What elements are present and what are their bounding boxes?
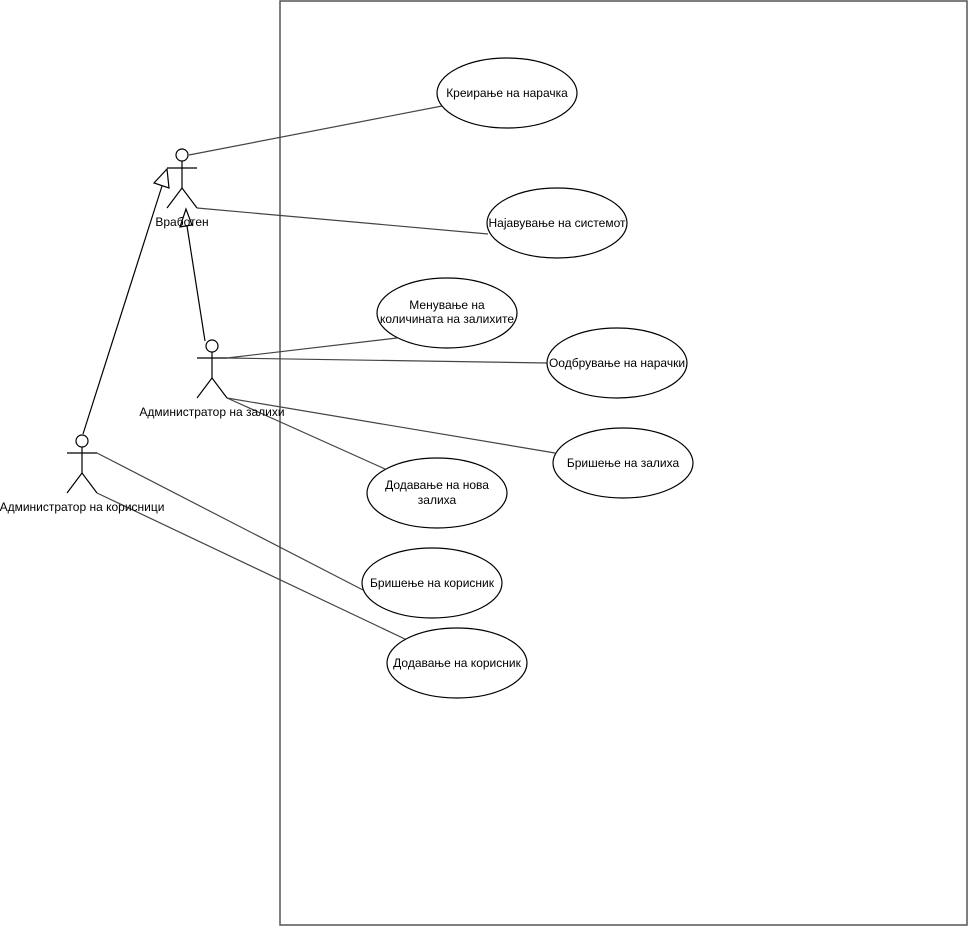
- assoc-employee-login: [196, 207, 489, 235]
- use-case-label: залиха: [418, 493, 457, 507]
- use-case-login[interactable]: Најавување на системот: [486, 187, 628, 259]
- use-case-delete-stock[interactable]: Бришење на залиха: [552, 427, 694, 499]
- use-case-change-quantity[interactable]: Менување на количината на залихите: [376, 277, 518, 349]
- assoc-user-admin-add-user: [96, 492, 408, 641]
- use-case-label: Оодбрување на нарачки: [549, 356, 685, 370]
- assoc-stock-admin-approve-orders: [226, 357, 548, 364]
- actor-label: Вработен: [155, 215, 208, 229]
- assoc-stock-admin-delete-stock: [226, 397, 556, 454]
- use-case-label: Додавање на корисник: [393, 656, 521, 670]
- use-case-delete-user[interactable]: Бришење на корисник: [361, 547, 503, 619]
- stick-figure-icon: [196, 339, 228, 399]
- assoc-stock-admin-change-qty: [226, 337, 398, 359]
- use-case-label: Додавање на нова: [385, 478, 489, 492]
- actor-employee[interactable]: Вработен: [155, 148, 209, 229]
- generalization-user-admin-to-employee: [82, 167, 170, 435]
- use-case-create-order[interactable]: Креирање на нарачка: [436, 57, 578, 129]
- actor-user-admin[interactable]: Администратор на корисници: [0, 434, 164, 514]
- use-case-label: Бришење на корисник: [370, 576, 495, 590]
- associations: [96, 105, 556, 641]
- assoc-user-admin-delete-user: [96, 452, 364, 591]
- actor-label: Администратор на залихи: [139, 405, 284, 419]
- use-case-approve-orders[interactable]: Оодбрување на нарачки: [546, 327, 688, 399]
- generalization-stock-admin-to-employee: [179, 207, 206, 342]
- assoc-stock-admin-add-stock: [226, 397, 386, 470]
- generalization-arrowhead-icon: [152, 167, 170, 189]
- use-case-label: Менување на: [409, 298, 485, 312]
- assoc-employee-create-order: [188, 105, 443, 156]
- actor-stock-admin[interactable]: Администратор на залихи: [139, 339, 285, 419]
- use-case-label: Креирање на нарачка: [446, 86, 568, 100]
- stick-figure-icon: [66, 434, 98, 494]
- stick-figure-icon: [166, 148, 198, 209]
- use-case-label: Најавување на системот: [489, 216, 626, 230]
- generalization-arrowhead-icon: [179, 207, 193, 228]
- system-boundary: [279, 0, 968, 926]
- actor-label: Администратор на корисници: [0, 500, 164, 514]
- use-case-add-user[interactable]: Додавање на корисник: [386, 627, 528, 699]
- use-case-label: количината на залихите: [380, 312, 514, 326]
- use-case-label: Бришење на залиха: [567, 456, 680, 470]
- use-case-add-stock[interactable]: Додавање на нова залиха: [366, 457, 508, 529]
